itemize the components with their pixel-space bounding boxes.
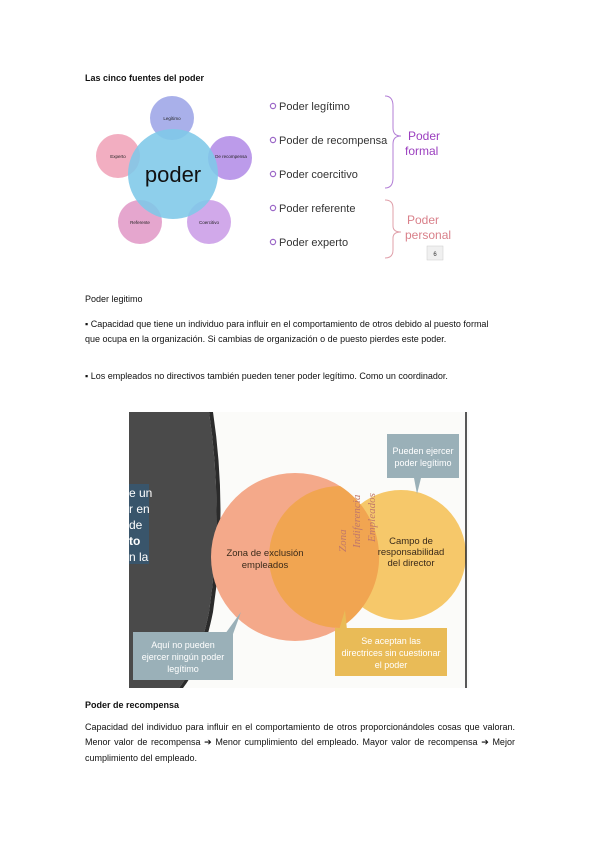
arrow-icon: ➔ (481, 738, 489, 748)
circle-label-coercitivo: Coercitivo (199, 220, 220, 225)
arrow-icon: ➔ (204, 738, 212, 748)
circle-center (128, 129, 218, 219)
callout-top-1: Pueden ejercer (392, 446, 453, 456)
section-heading-fuentes: Las cinco fuentes del poder (85, 73, 205, 83)
list-item-recompensa: Poder de recompensa (279, 135, 388, 147)
paragraph-bullet-1: ▪ Capacidad que tiene un individuo para … (85, 319, 489, 344)
group-personal-line1: Poder (407, 213, 439, 227)
callout-top-box (387, 434, 459, 478)
zones-diagram: e un r en de to n la Zona de exclusión e… (129, 412, 469, 688)
callout-right-box (335, 628, 447, 676)
circle-label-recompensa: De recompensa (215, 154, 247, 159)
group-personal-line2: personal (405, 228, 451, 242)
circle-label-legitimo: Legítimo (163, 116, 181, 121)
ring-bullet-icon (269, 170, 277, 178)
indiferencia-label-2: Indiferencia (351, 494, 363, 549)
section-heading-legitimo: Poder legitimo (85, 294, 143, 304)
circle-recompensa (208, 136, 252, 180)
brace-personal (384, 199, 402, 259)
side-text-1: e un (129, 486, 152, 500)
list-item-legitimo: Poder legítimo (279, 101, 350, 113)
section-heading-recompensa: Poder de recompensa (85, 700, 180, 710)
para-end: Mejor cumplimiento del empleado. (85, 737, 515, 763)
intersection-zone (269, 486, 380, 628)
callout-left-2: ejercer ningún poder (142, 652, 225, 662)
campo-label-3: del director (388, 558, 435, 569)
ring-bullet-icon (269, 238, 277, 246)
indiferencia-label-1: Zona (337, 529, 349, 552)
para-mid: Menor cumplimiento del empleado. Mayor v… (215, 737, 478, 747)
circle-legitimo (150, 96, 194, 140)
side-text-2: r en (129, 502, 150, 516)
callout-right-1: Se aceptan las (361, 636, 421, 646)
callout-left-3: legítimo (167, 664, 199, 674)
five-sources-diagram: poder Legítimo De recompensa Coercitivo … (96, 95, 451, 261)
exclusion-label-2: empleados (242, 560, 289, 571)
slide-number-box (426, 245, 444, 261)
side-text-3: de (129, 518, 143, 532)
side-text-panel (129, 484, 149, 564)
circle-label-referente: Referente (130, 220, 150, 225)
group-formal-line2: formal (405, 144, 438, 158)
side-text-4: to (129, 534, 140, 548)
side-text-5: n la (129, 550, 149, 564)
paragraph-recompensa: Capacidad del individuo para influir en … (85, 720, 515, 766)
callout-left-1: Aquí no pueden (151, 640, 215, 650)
list-item-experto: Poder experto (279, 237, 348, 249)
list-item-referente: Poder referente (279, 203, 355, 215)
brace-formal (384, 95, 402, 189)
exclusion-label-1: Zona de exclusión (226, 548, 303, 559)
ring-bullet-icon (269, 136, 277, 144)
dark-side-shape (129, 412, 217, 688)
ring-bullet-icon (269, 102, 277, 110)
callout-right-2: directrices sin cuestionar (341, 648, 440, 658)
indiferencia-label-3: Empleados (366, 493, 378, 543)
campo-label-2: responsabilidad (378, 547, 445, 558)
campo-label-1: Campo de (389, 536, 433, 547)
ring-bullet-icon (269, 204, 277, 212)
circle-label-experto: Experto (110, 154, 126, 159)
slide-number: 6 (433, 252, 437, 258)
callout-left-box (133, 632, 233, 680)
callout-top-2: poder legítimo (394, 458, 451, 468)
callout-right-3: el poder (375, 660, 408, 670)
para-prefix: Capacidad del individuo para influir en … (85, 722, 515, 747)
center-label: poder (145, 162, 201, 187)
list-item-coercitivo: Poder coercitivo (279, 169, 358, 181)
group-formal-line1: Poder (408, 129, 440, 143)
paragraph-bullet-2: ▪ Los empleados no directivos también pu… (85, 371, 448, 381)
